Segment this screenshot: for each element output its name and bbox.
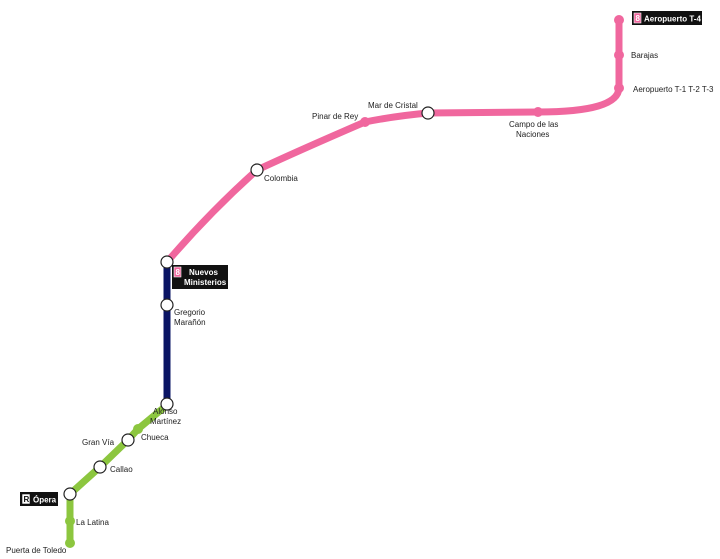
line-r-badge-text: R bbox=[24, 495, 30, 504]
terminus-nuevos-ministerios[interactable]: 8 Nuevos Ministerios bbox=[172, 265, 228, 289]
terminus-opera[interactable]: R Ópera bbox=[20, 492, 58, 506]
station-alonso-martinez-interchange[interactable] bbox=[160, 397, 174, 411]
station-mar-de-cristal-interchange[interactable] bbox=[421, 106, 435, 120]
station-nuevos-ministerios-label-2: Ministerios bbox=[184, 278, 227, 287]
station-aeropuerto-t4-label: Aeropuerto T-4 bbox=[644, 15, 701, 24]
station-gregorio-maranon-label-2: Marañón bbox=[174, 318, 206, 327]
station-la-latina-label: La Latina bbox=[76, 518, 109, 527]
station-alonso-martinez-label-1: Alonso bbox=[153, 407, 178, 416]
station-pinar-de-rey-stop[interactable] bbox=[360, 117, 370, 127]
station-gregorio-maranon-label-1: Gregorio bbox=[174, 308, 206, 317]
line-r-badge bbox=[21, 493, 31, 505]
station-pinar-de-rey-label: Pinar de Rey bbox=[312, 112, 358, 121]
station-callao-label: Callao bbox=[110, 465, 133, 474]
station-gran-via-interchange[interactable] bbox=[121, 433, 135, 447]
station-gran-via-label: Gran Vía bbox=[82, 438, 115, 447]
station-la-latina-stop[interactable] bbox=[65, 516, 75, 526]
station-barajas-stop[interactable] bbox=[614, 50, 624, 60]
station-nuevos-ministerios-interchange[interactable] bbox=[160, 255, 174, 269]
station-opera-interchange[interactable] bbox=[63, 487, 77, 501]
station-opera-label: Ópera bbox=[33, 496, 57, 505]
station-colombia-label: Colombia bbox=[264, 174, 298, 183]
station-mar-de-cristal-label: Mar de Cristal bbox=[368, 101, 418, 110]
station-aeropuerto-t123-label: Aeropuerto T-1 T-2 T-3 bbox=[633, 85, 714, 94]
station-campo-naciones-stop[interactable] bbox=[533, 107, 543, 117]
station-gregorio-maranon-interchange[interactable] bbox=[160, 298, 174, 312]
station-campo-naciones-label-1: Campo de las bbox=[509, 120, 558, 129]
station-alonso-martinez-label-2: Martínez bbox=[150, 417, 181, 426]
station-aeropuerto-t4-stop[interactable] bbox=[614, 15, 624, 25]
station-chueca-label: Chueca bbox=[141, 433, 169, 442]
line-r-route bbox=[66, 401, 171, 547]
line-8-badge-text: 8 bbox=[636, 14, 641, 23]
station-aeropuerto-t123-stop[interactable] bbox=[614, 83, 624, 93]
station-puerta-de-toledo-stop[interactable] bbox=[65, 538, 75, 548]
line-8-badge bbox=[633, 12, 642, 24]
line-8-badge-text: 8 bbox=[176, 268, 181, 277]
station-colombia-interchange[interactable] bbox=[250, 163, 264, 177]
line-8-badge bbox=[173, 266, 182, 278]
station-nuevos-ministerios-label-1: Nuevos bbox=[189, 268, 218, 277]
station-campo-naciones-label-2: Naciones bbox=[516, 130, 549, 139]
terminus-aeropuerto-t4[interactable]: 8 Aeropuerto T-4 bbox=[632, 11, 702, 25]
line-8-route bbox=[163, 16, 623, 266]
station-chueca-stop[interactable] bbox=[133, 424, 143, 434]
station-barajas-label: Barajas bbox=[631, 51, 658, 60]
station-puerta-de-toledo-label: Puerta de Toledo bbox=[6, 546, 67, 555]
station-callao-interchange[interactable] bbox=[93, 460, 107, 474]
